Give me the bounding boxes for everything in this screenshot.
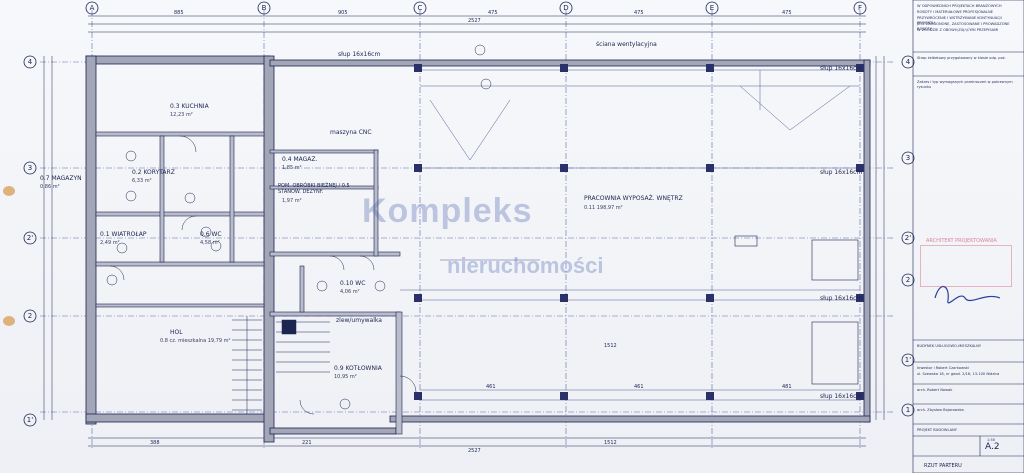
watermark-logo: nieruchomości — [447, 253, 604, 278]
punch-hole — [3, 316, 15, 326]
sheet-number: A.2 — [985, 442, 1000, 452]
title-block-note: Strop żelbetowy przygotowany w klasie od… — [917, 56, 1006, 60]
exterior-walls — [85, 55, 871, 443]
room-label: 0.1 WIATROŁAP — [100, 231, 147, 238]
axis-label: 4 — [27, 58, 33, 66]
room-area: 1,85 m² — [282, 165, 302, 171]
dimension-text: 475 — [782, 10, 792, 16]
room-area: 0,86 m² — [40, 184, 60, 190]
title-block-author: arch. Zbysław Bojarowska — [917, 408, 964, 412]
plan-note: słup 16x16cm — [820, 393, 863, 400]
door-swings — [109, 135, 417, 415]
room-label: 0.2 KORYTARZ — [132, 169, 175, 176]
room-label: maszyna CNC — [330, 129, 372, 136]
title-block-line: JEST ZARDONONE, ZASTOSOWANE I PROWADZONE… — [917, 22, 1010, 31]
plan-note: słup 16x16cm — [338, 51, 381, 58]
room-area: 1,97 m² — [282, 198, 302, 204]
title-block: W ODPOWIEDNICH PROJEKTACH BRANŻOWYCH ROB… — [913, 0, 1024, 473]
plan-note: zlew/umywalka — [336, 317, 382, 324]
dimension-text: 388 — [150, 440, 160, 446]
room-area: 0.11 198,97 m² — [584, 205, 623, 211]
dimension-text: 2527 — [468, 18, 481, 24]
room-area: 2,49 m² — [100, 240, 120, 246]
dimension-text: 1512 — [604, 343, 617, 349]
axis-label: F — [857, 4, 863, 12]
axis-label: 3 — [905, 154, 911, 162]
room-area: 4,58 m² — [200, 240, 220, 246]
title-block-sheet-name: PROJEKT BUDOWLANY — [917, 428, 957, 432]
dimension-text: 475 — [634, 10, 644, 16]
axis-label: E — [709, 4, 715, 12]
watermark-logo: Kompleks — [362, 192, 533, 230]
stamp-box — [920, 245, 1012, 287]
interior-walls — [95, 131, 403, 435]
dimension-text: 481 — [782, 384, 792, 390]
signature-scribble — [934, 286, 1001, 304]
workshop-linework — [400, 69, 860, 401]
title-block-scale: 1:50 — [987, 438, 996, 442]
axis-bubbles — [23, 1, 915, 427]
plan-note: ściana wentylacyjna — [596, 41, 657, 48]
dimension-text: 2527 — [468, 448, 481, 454]
room-label: 0.9 KOTŁOWNIA — [334, 365, 382, 372]
title-block-line: ROBOTY I MATERIAŁOWE PROFESJONALNE — [917, 10, 993, 14]
staircase — [232, 316, 262, 414]
punch-hole — [3, 186, 15, 196]
axis-label: B — [261, 4, 267, 12]
axis-label: D — [563, 4, 569, 12]
room-label: POM. OBRÓBKI BIEŻNEJ / 0.5 STANOW. DEZYN… — [278, 183, 350, 195]
drawing-title: RZUT PARTERU — [924, 463, 962, 469]
axis-label: 2 — [27, 312, 33, 320]
axis-label: 4 — [905, 58, 911, 66]
boiler-stair — [276, 319, 330, 373]
room-area: 12,23 m² — [170, 112, 193, 118]
room-area: 6,33 m² — [132, 178, 152, 184]
title-block-line: W ODPOWIEDNICH PROJEKTACH BRANŻOWYCH — [917, 4, 1002, 8]
plan-note: słup 16x16cm — [820, 169, 863, 176]
axis-label: 1 — [905, 406, 911, 414]
dimension-text: 461 — [486, 384, 496, 390]
stamp-text: ARCHITEKT PROJEKTOWANIA — [926, 238, 997, 244]
room-label: 0.7 MAGAZYN — [40, 175, 82, 182]
title-block-frame — [912, 0, 1024, 473]
room-label: 0.6 WC — [200, 231, 222, 238]
title-block-line: W ZGODZIE Z OBOWIĄZUJĄCYMI PRZEPISAMI — [917, 28, 999, 32]
room-label: 0.3 KUCHNIA — [170, 103, 209, 110]
fixtures — [106, 44, 492, 410]
dimension-text: 885 — [174, 10, 184, 16]
title-block-note: Zakres i typ wymaganych przekroczeń w po… — [917, 80, 1013, 89]
room-area: 10,95 m² — [334, 374, 357, 380]
plan-note: słup 16x16cm — [820, 295, 863, 302]
room-label: HOL — [170, 329, 183, 336]
room-label: 0.4 MAGAZ. — [282, 156, 318, 163]
dimension-text: 221 — [302, 440, 312, 446]
axis-label: C — [417, 4, 423, 12]
dimension-text: 905 — [338, 10, 348, 16]
plan-note: słup 16x16cm — [820, 65, 863, 72]
title-block-investor-label: BUDYNEK USŁUGOWO-MIESZKALNY — [917, 344, 982, 348]
workshop-boxes — [734, 235, 859, 385]
structural-columns — [414, 64, 864, 400]
axis-label: 1' — [26, 416, 34, 424]
axis-label: 2 — [905, 276, 911, 284]
title-block-investor: Inwestor i Robert Czarkowski — [917, 366, 969, 370]
dimension-text: 1512 — [604, 440, 617, 446]
axis-label: 3 — [27, 164, 33, 172]
room-area: 4,06 m² — [340, 289, 360, 295]
title-block-author: arch. Robert Nowak — [917, 388, 953, 392]
axis-label: 1' — [904, 356, 912, 364]
axis-label: A — [89, 4, 95, 12]
title-block-address: ul. Szewska 18, nr geod. 2/16, 13-100 Ni… — [917, 372, 1000, 376]
room-area: 0.8 cz. mieszkalna 19,79 m² — [160, 338, 231, 344]
dimension-text: 461 — [634, 384, 644, 390]
title-block-line: PRZYWRÓCENIE I WSTRZYMANIE KONTYNUACJI P… — [917, 16, 1002, 25]
axis-label: 2' — [26, 234, 34, 242]
dimension-text: 475 — [488, 10, 498, 16]
axis-label: 2' — [904, 234, 912, 242]
room-label: PRACOWNIA WYPOSAŻ. WNĘTRZ — [584, 195, 683, 202]
dimension-lines — [43, 15, 885, 447]
room-label: 0.10 WC — [340, 280, 366, 287]
